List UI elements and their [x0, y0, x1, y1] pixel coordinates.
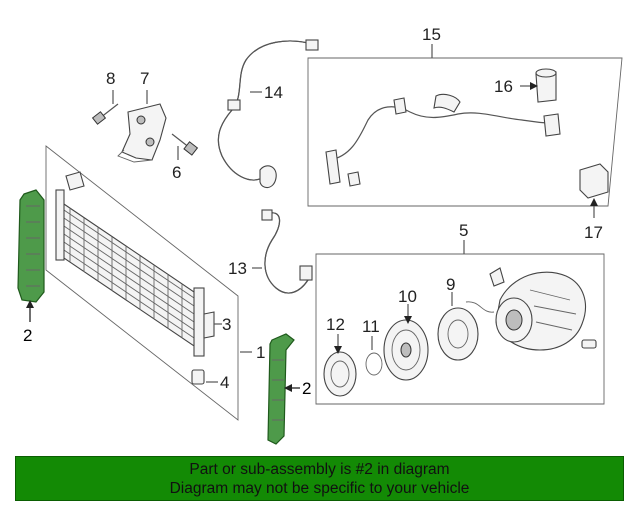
assembly-box-15	[307, 44, 623, 207]
snap-ring-11	[365, 336, 383, 376]
callout-1: 1	[256, 343, 265, 362]
bolt-6	[171, 133, 199, 156]
callout-2-left: 2	[23, 326, 32, 345]
callout-9: 9	[446, 275, 455, 294]
bushing-4	[191, 369, 218, 385]
callout-12: 12	[326, 315, 345, 334]
bracket-7	[117, 103, 167, 163]
callout-17: 17	[584, 223, 603, 242]
callout-8: 8	[106, 69, 115, 88]
callout-3: 3	[222, 315, 231, 334]
callout-15: 15	[422, 25, 441, 44]
clutch-coil-10	[383, 304, 429, 381]
callout-6: 6	[172, 163, 181, 182]
assembly-box-5	[315, 240, 605, 405]
callout-5: 5	[459, 221, 468, 240]
callout-arrow-2-left	[26, 300, 34, 322]
callout-2-center: 2	[302, 379, 311, 398]
bolt-8	[91, 103, 119, 125]
callout-11: 11	[362, 317, 380, 336]
part-17	[579, 163, 609, 218]
callout-16: 16	[494, 77, 513, 96]
callout-7: 7	[140, 69, 149, 88]
banner-line-1: Part or sub-assembly is #2 in diagram	[189, 460, 450, 478]
banner-line-2: Diagram may not be specific to your vehi…	[169, 479, 470, 497]
hose-14	[217, 39, 319, 189]
callout-13: 13	[228, 259, 247, 278]
compressor-body	[489, 267, 597, 351]
clutch-plate-9	[437, 292, 495, 361]
leader-lines	[112, 90, 179, 160]
air-guide-2-center	[267, 333, 295, 445]
hose-13	[252, 209, 313, 294]
bracket-3	[203, 311, 222, 339]
callout-4: 4	[220, 373, 229, 392]
pulley-12	[323, 334, 357, 397]
condenser-1	[45, 145, 252, 421]
air-guide-2-left	[17, 189, 45, 303]
callout-10: 10	[398, 287, 417, 306]
info-banner: Part or sub-assembly is #2 in diagram Di…	[15, 456, 624, 501]
callout-14: 14	[264, 83, 283, 102]
callout-arrow-2-center	[284, 384, 300, 392]
switch-16	[520, 68, 557, 103]
